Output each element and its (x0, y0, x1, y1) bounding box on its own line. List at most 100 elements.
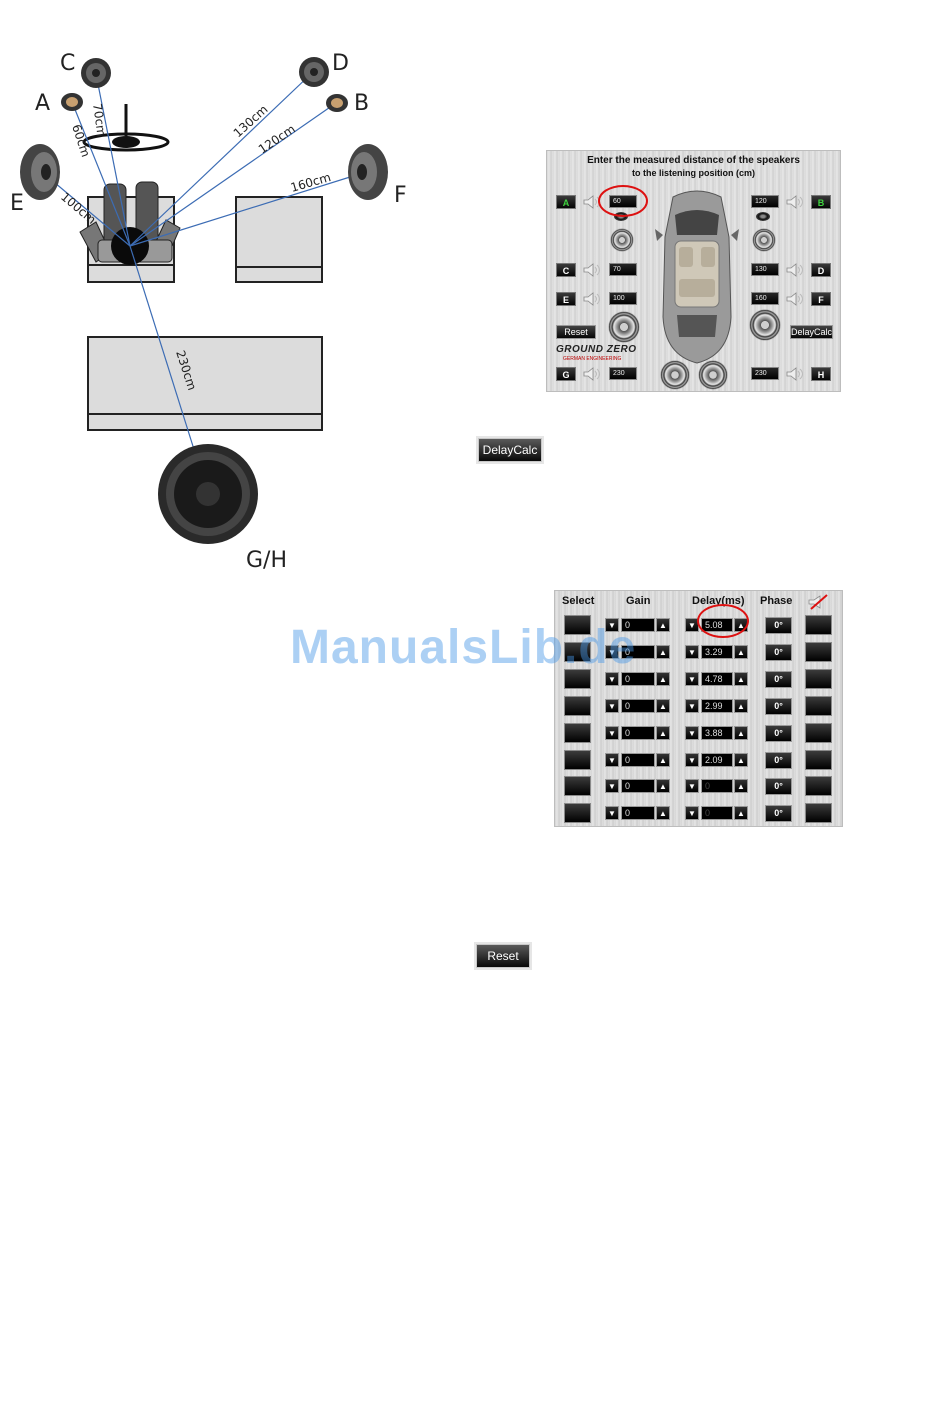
gain-value[interactable]: 0 (621, 779, 655, 793)
gain-down-icon[interactable]: ▼ (605, 806, 619, 820)
gain-value[interactable]: 0 (621, 618, 655, 632)
delay-up-icon[interactable]: ▲ (734, 779, 748, 793)
distance-input-f[interactable]: 160 (751, 292, 779, 305)
speaker-b-mute-icon[interactable] (785, 195, 805, 209)
select-button[interactable] (564, 750, 591, 770)
speaker-e-mute-icon[interactable] (582, 292, 602, 306)
mute-button[interactable] (805, 669, 832, 689)
delay-down-icon[interactable]: ▼ (685, 779, 699, 793)
select-button[interactable] (564, 642, 591, 662)
distance-input-c[interactable]: 70 (609, 263, 637, 276)
delay-value[interactable]: 2.99 (701, 699, 733, 713)
delay-up-icon[interactable]: ▲ (734, 726, 748, 740)
delay-up-icon[interactable]: ▲ (734, 672, 748, 686)
delay-down-icon[interactable]: ▼ (685, 699, 699, 713)
delay-down-icon[interactable]: ▼ (685, 753, 699, 767)
mute-button[interactable] (805, 723, 832, 743)
phase-button[interactable]: 0° (765, 725, 792, 742)
gain-down-icon[interactable]: ▼ (605, 699, 619, 713)
delay-down-icon[interactable]: ▼ (685, 726, 699, 740)
speaker-h-mute-icon[interactable] (785, 367, 805, 381)
gain-down-icon[interactable]: ▼ (605, 726, 619, 740)
phase-button[interactable]: 0° (765, 617, 792, 634)
gain-up-icon[interactable]: ▲ (656, 779, 670, 793)
select-button[interactable] (564, 669, 591, 689)
gain-down-icon[interactable]: ▼ (605, 645, 619, 659)
gain-value[interactable]: 0 (621, 806, 655, 820)
channel-d-button[interactable]: D (811, 263, 831, 277)
gain-value[interactable]: 0 (621, 672, 655, 686)
gain-up-icon[interactable]: ▲ (656, 806, 670, 820)
distance-input-d[interactable]: 130 (751, 263, 779, 276)
phase-button[interactable]: 0° (765, 671, 792, 688)
gain-down-icon[interactable]: ▼ (605, 618, 619, 632)
gain-up-icon[interactable]: ▲ (656, 618, 670, 632)
gain-down-icon[interactable]: ▼ (605, 753, 619, 767)
speaker-a-mute-icon[interactable] (582, 195, 602, 209)
distance-input-e[interactable]: 100 (609, 292, 637, 305)
mute-button[interactable] (805, 803, 832, 823)
phase-button[interactable]: 0° (765, 778, 792, 795)
gain-up-icon[interactable]: ▲ (656, 699, 670, 713)
delaycalc-button[interactable]: DelayCalc (476, 436, 544, 464)
phase-button[interactable]: 0° (765, 644, 792, 661)
distance-input-g[interactable]: 230 (609, 367, 637, 380)
gain-up-icon[interactable]: ▲ (656, 753, 670, 767)
speaker-c-mute-icon[interactable] (582, 263, 602, 277)
panel-delaycalc-button[interactable]: DelayCalc (790, 325, 833, 339)
delay-up-icon[interactable]: ▲ (734, 699, 748, 713)
select-button[interactable] (564, 696, 591, 716)
delay-down-icon[interactable]: ▼ (685, 645, 699, 659)
speaker-letter-d: D (332, 51, 349, 76)
delay-down-icon[interactable]: ▼ (685, 806, 699, 820)
delay-value[interactable]: 4.78 (701, 672, 733, 686)
distance-input-b[interactable]: 120 (751, 195, 779, 208)
gain-value[interactable]: 0 (621, 726, 655, 740)
panel-reset-button[interactable]: Reset (556, 325, 596, 339)
distance-input-h[interactable]: 230 (751, 367, 779, 380)
channel-b-button[interactable]: B (811, 195, 831, 209)
mute-all-icon[interactable] (807, 594, 829, 610)
gain-value[interactable]: 0 (621, 645, 655, 659)
gain-value[interactable]: 0 (621, 699, 655, 713)
speaker-d-mute-icon[interactable] (785, 263, 805, 277)
channel-c-button[interactable]: C (556, 263, 576, 277)
phase-button[interactable]: 0° (765, 698, 792, 715)
mute-button[interactable] (805, 776, 832, 796)
channel-h-button[interactable]: H (811, 367, 831, 381)
gain-up-icon[interactable]: ▲ (656, 672, 670, 686)
gain-up-icon[interactable]: ▲ (656, 645, 670, 659)
car-topview-image (655, 190, 739, 364)
gain-up-icon[interactable]: ▲ (656, 726, 670, 740)
speaker-g-mute-icon[interactable] (582, 367, 602, 381)
reset-button[interactable]: Reset (474, 942, 532, 970)
delay-value[interactable]: 0 (701, 779, 733, 793)
select-button[interactable] (564, 615, 591, 635)
delay-up-icon[interactable]: ▲ (734, 645, 748, 659)
phase-button[interactable]: 0° (765, 752, 792, 769)
select-button[interactable] (564, 803, 591, 823)
select-button[interactable] (564, 776, 591, 796)
channel-g-button[interactable]: G (556, 367, 576, 381)
mute-button[interactable] (805, 750, 832, 770)
delay-up-icon[interactable]: ▲ (734, 806, 748, 820)
gain-down-icon[interactable]: ▼ (605, 779, 619, 793)
ground-zero-logo: GROUND ZERO (556, 344, 637, 355)
channel-a-button[interactable]: A (556, 195, 576, 209)
delay-value[interactable]: 2.09 (701, 753, 733, 767)
gain-down-icon[interactable]: ▼ (605, 672, 619, 686)
channel-e-button[interactable]: E (556, 292, 576, 306)
mute-button[interactable] (805, 615, 832, 635)
select-button[interactable] (564, 723, 591, 743)
delay-value[interactable]: 3.88 (701, 726, 733, 740)
speaker-f-mute-icon[interactable] (785, 292, 805, 306)
channel-f-button[interactable]: F (811, 292, 831, 306)
phase-button[interactable]: 0° (765, 805, 792, 822)
delay-value[interactable]: 0 (701, 806, 733, 820)
mute-button[interactable] (805, 696, 832, 716)
gain-value[interactable]: 0 (621, 753, 655, 767)
delay-down-icon[interactable]: ▼ (685, 672, 699, 686)
delay-value[interactable]: 3.29 (701, 645, 733, 659)
mute-button[interactable] (805, 642, 832, 662)
delay-up-icon[interactable]: ▲ (734, 753, 748, 767)
